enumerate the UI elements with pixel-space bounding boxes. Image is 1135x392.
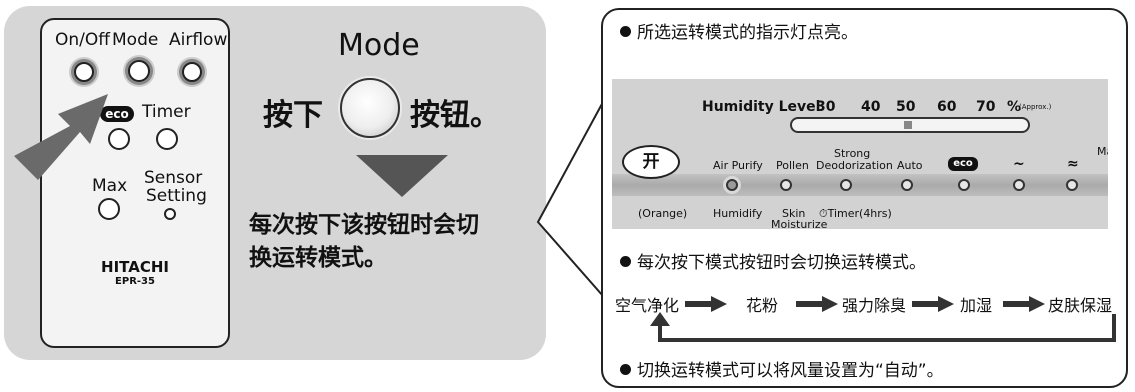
remote-eco-icon: eco [100, 106, 134, 122]
flow-return-arrow-icon [650, 312, 1116, 342]
desc-line-2: 换运转模式。 [249, 245, 387, 271]
timer-text: Timer [142, 102, 191, 122]
mode-strong: Strong [834, 147, 871, 160]
moisturize-label: Moisturize [771, 218, 828, 229]
press-prefix: 按下 [263, 98, 323, 133]
flow-step-1: 空气净化 [615, 296, 680, 315]
flow-step-3: 强力除臭 [842, 296, 907, 315]
brand-logo: HITACHI [101, 258, 169, 276]
humidity-percent: % [1007, 99, 1022, 115]
humidity-tick-50: 50 [896, 99, 916, 115]
flow-arrow-icon [912, 296, 954, 312]
mode-heading: Mode [338, 28, 420, 63]
led-air-purify [726, 179, 738, 191]
mode-deodorization: Deodorization [816, 159, 893, 172]
desc-line-1: 每次按下该按钮时会切 [249, 212, 479, 238]
mode-air-purify: Air Purify [713, 159, 763, 172]
mode-auto: Auto [897, 159, 923, 172]
mode-description: 每次按下该按钮时会切 换运转模式。 [249, 209, 479, 275]
timer-4hrs-label: ⏱Timer(4hrs) [819, 207, 892, 220]
humidity-indicator [904, 121, 912, 129]
eco-button[interactable] [108, 128, 130, 150]
humidity-tick-40: 40 [861, 99, 881, 115]
pointing-arrow-icon [14, 94, 108, 180]
timer-button[interactable] [156, 128, 178, 150]
airflow-label: Airflow [169, 30, 228, 50]
bullet-2-text: 每次按下模式按钮时会切换运转模式。 [637, 253, 926, 273]
max-cutoff-label: Ma [1097, 145, 1108, 158]
mode-label: Mode [112, 30, 159, 50]
bullet-dot [620, 256, 631, 267]
mode-button[interactable] [128, 60, 150, 82]
humidity-tick-70: 70 [976, 99, 996, 115]
bullet-dot [620, 364, 631, 375]
bullet-mode-switch: 每次按下模式按钮时会切换运转模式。 [620, 248, 926, 273]
flow-arrow-icon [685, 296, 727, 312]
sensor-label: Sensor [144, 168, 203, 188]
max-button[interactable] [98, 198, 120, 220]
mode-pollen: Pollen [776, 159, 809, 172]
led-fan-med [1066, 179, 1078, 191]
humidify-label: Humidify [713, 207, 763, 220]
max-label: Max [92, 176, 128, 196]
indicator-light-strip [612, 174, 1108, 196]
bullet-3-text: 切换运转模式可以将风量设置为“自动”。 [637, 361, 944, 381]
bullet-1-text: 所选运转模式的指示灯点亮。 [637, 23, 858, 43]
flow-arrow-icon [1003, 296, 1045, 312]
led-auto [901, 179, 913, 191]
humidity-tick-60: 60 [937, 99, 957, 115]
panel-eco-icon: eco [948, 157, 978, 171]
callout-tail [536, 101, 605, 299]
led-fan-low [1013, 179, 1025, 191]
humidity-level-label: Humidity Level [702, 99, 821, 115]
sensor-setting-button[interactable] [164, 208, 176, 220]
device-control-panel: Humidity Level 30 40 50 60 70 % (Approx.… [612, 79, 1108, 229]
model-number: EPR-35 [115, 276, 155, 287]
flow-step-2: 花粉 [746, 296, 779, 315]
orange-label: (Orange) [638, 207, 688, 220]
humidity-tick-30: 30 [816, 99, 836, 115]
approx-label: (Approx.) [1019, 103, 1052, 111]
remote-control: On/Off Mode Airflow eco Timer Max Sensor… [40, 18, 230, 348]
bullet-dot [620, 26, 631, 37]
led-eco [958, 179, 970, 191]
bullet-airflow-auto: 切换运转模式可以将风量设置为“自动”。 [620, 356, 944, 381]
led-pollen [780, 179, 792, 191]
flow-arrow-icon [796, 296, 838, 312]
humidity-bar [790, 117, 1030, 133]
mode-button-large [340, 78, 400, 138]
on-callout: 开 [622, 145, 680, 179]
fan-med-icon: ≈ [1067, 156, 1079, 172]
fan-low-icon: ~ [1013, 156, 1025, 172]
down-arrow-icon [356, 155, 448, 197]
bullet-indicator-lit: 所选运转模式的指示灯点亮。 [620, 18, 858, 43]
onoff-button[interactable] [74, 62, 94, 82]
skin-label: Skin [782, 207, 806, 220]
onoff-label: On/Off [55, 30, 110, 50]
press-suffix: 按钮。 [410, 98, 500, 133]
flow-step-5: 皮肤保湿 [1048, 296, 1113, 315]
sensor-setting-label: Setting [146, 186, 207, 206]
airflow-button[interactable] [182, 62, 202, 82]
led-deodorization [840, 179, 852, 191]
flow-step-4: 加湿 [960, 296, 993, 315]
